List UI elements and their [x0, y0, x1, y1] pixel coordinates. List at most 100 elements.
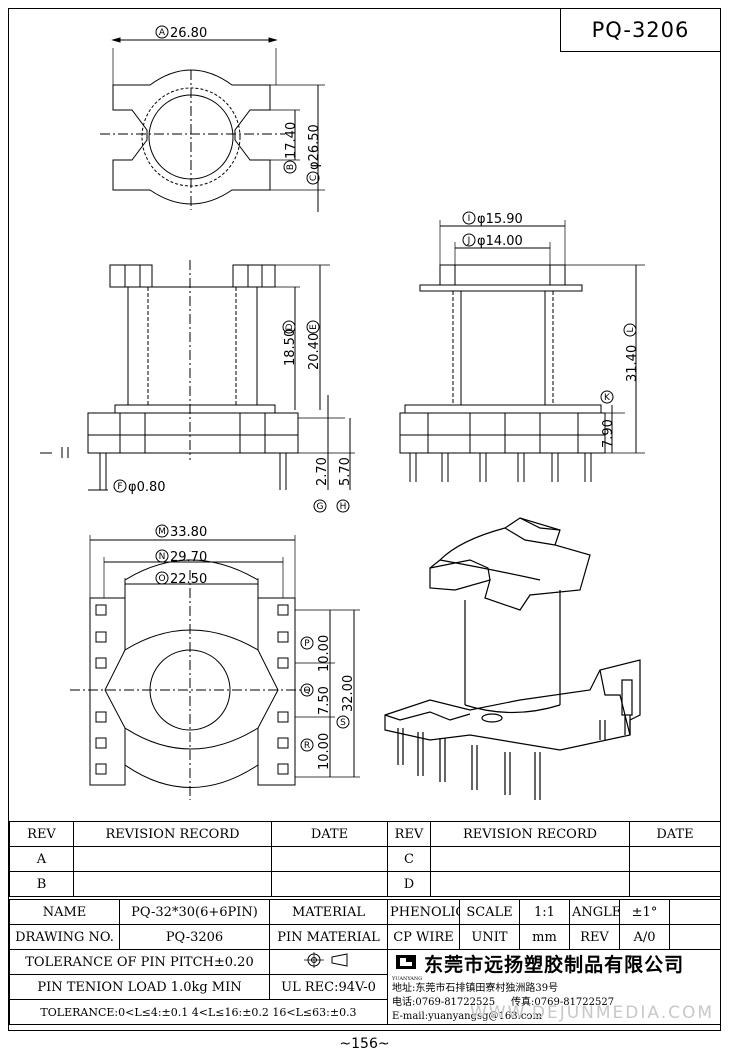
dim-R: R: [300, 738, 314, 752]
rev-cell: A: [9, 846, 74, 872]
svg-text:L: L: [626, 327, 636, 332]
watermark: WWW.DEJUNMEDIA.COM: [470, 1003, 715, 1023]
spacer-cell: [669, 924, 721, 950]
svg-text:φ0.80: φ0.80: [128, 480, 166, 495]
logo-text: YUANYANG: [392, 975, 423, 982]
pin-material-value: CP WIRE: [387, 924, 460, 950]
dim-C: C φ26.50: [306, 124, 322, 185]
dim-E-value: 20.40: [307, 333, 322, 370]
logo-icon: [396, 954, 416, 969]
svg-text:φ26.50: φ26.50: [307, 124, 322, 170]
title-row-3: TOLERANCE OF PIN PITCH±0.20 YUANYANG: [9, 949, 721, 1025]
revision-record-header: REVISION RECORD: [73, 821, 272, 847]
revision-record-header-2: REVISION RECORD: [430, 821, 630, 847]
dim-F: F φ0.80: [113, 479, 166, 495]
title-row-1: NAME PQ-32*30(6+6PIN) MATERIAL PHENOLIC …: [9, 899, 721, 925]
revision-table: REV REVISION RECORD DATE REV REVISION RE…: [9, 821, 721, 897]
third-angle-projection-icon: [303, 952, 347, 968]
pin-tension-load: PIN TENION LOAD 1.0kg MIN: [9, 974, 270, 1000]
title-row-5: TOLERANCE:0<L≤4:±0.1 4<L≤16:±0.2 16<L≤63…: [9, 999, 721, 1025]
svg-text:26.80: 26.80: [170, 26, 207, 41]
front-view: [40, 260, 355, 491]
svg-text:E: E: [309, 324, 319, 330]
unit-label: UNIT: [459, 924, 520, 950]
material-label: MATERIAL: [269, 899, 388, 925]
svg-text:φ15.90: φ15.90: [477, 212, 523, 227]
rev-cell: D: [387, 871, 431, 897]
date-header: DATE: [271, 821, 388, 847]
title-block: NAME PQ-32*30(6+6PIN) MATERIAL PHENOLIC …: [9, 899, 721, 1025]
dim-L-value: 31.40: [625, 345, 640, 382]
revision-row: A C: [9, 846, 721, 872]
title-row-2: DRAWING NO. PQ-3206 PIN MATERIAL CP WIRE…: [9, 924, 721, 950]
dim-G-value: 2.70: [315, 457, 330, 486]
company-contacts: 电话:0769-81722525 传真:0769-81722527: [392, 996, 718, 1010]
spacer-cell: [669, 899, 721, 925]
dim-K-value: 7.90: [601, 419, 616, 448]
svg-text:K: K: [604, 393, 611, 403]
dim-E: E: [306, 320, 320, 334]
company-email: E-mail:yuanyangsg@163.com: [392, 1010, 542, 1022]
top-view-upper: [100, 37, 325, 212]
company-fax: 传真:0769-81722527: [511, 996, 615, 1008]
company-phone: 电话:0769-81722525: [392, 996, 496, 1008]
rev-value: A/0: [619, 924, 670, 950]
record-cell: [73, 846, 272, 872]
rev-cell: B: [9, 871, 74, 897]
svg-text:φ14.00: φ14.00: [477, 234, 523, 249]
pin-pitch-tolerance: TOLERANCE OF PIN PITCH±0.20: [9, 949, 270, 975]
scale-label: SCALE: [459, 899, 520, 925]
svg-text:G: G: [317, 502, 324, 512]
date-cell: [629, 846, 721, 872]
company-block: YUANYANG 东莞市远扬塑胶制品有限公司 地址:东莞市石排镇田寮村独洲路39…: [387, 949, 721, 1025]
company-name: 东莞市远扬塑胶制品有限公司: [424, 954, 685, 977]
dim-O: O 22.50: [155, 571, 207, 587]
dim-G: G: [313, 499, 327, 513]
drawing-frame: [8, 8, 721, 1031]
drawing-no-value: PQ-3206: [119, 924, 270, 950]
svg-text:M: M: [158, 527, 166, 537]
svg-text:C: C: [309, 175, 319, 181]
dim-B: B 17.40: [283, 122, 299, 174]
company-address: 地址:东莞市石排镇田寮村独洲路39号: [392, 982, 559, 994]
svg-text:I: I: [468, 214, 471, 224]
svg-text:Q: Q: [303, 686, 310, 696]
pin-material-label: PIN MATERIAL: [269, 924, 388, 950]
date-cell: [629, 871, 721, 897]
svg-text:O: O: [158, 574, 165, 584]
rev-cell: C: [387, 846, 431, 872]
dim-K: K: [600, 390, 614, 404]
record-cell: [73, 871, 272, 897]
record-cell: [430, 871, 630, 897]
dim-D-value: 18.50: [283, 329, 298, 366]
rev-label: REV: [569, 924, 620, 950]
projection-symbol: [269, 949, 388, 975]
dim-H-value: 5.70: [338, 457, 353, 486]
scale-value: 1:1: [519, 899, 570, 925]
record-cell: [430, 846, 630, 872]
svg-text:R: R: [304, 741, 310, 751]
rev-header-2: REV: [387, 821, 431, 847]
date-cell: [271, 846, 388, 872]
dim-S-value: 32.00: [341, 675, 356, 712]
name-value: PQ-32*30(6+6PIN): [119, 899, 270, 925]
date-header-2: DATE: [629, 821, 721, 847]
svg-text:F: F: [117, 482, 122, 492]
svg-text:N: N: [159, 552, 166, 562]
dim-P-value: 10.00: [317, 635, 332, 672]
svg-text:J: J: [467, 236, 471, 246]
date-cell: [271, 871, 388, 897]
svg-text:S: S: [340, 718, 346, 728]
svg-text:B: B: [286, 164, 296, 170]
dim-S: S: [336, 715, 350, 729]
angle-value: ±1°: [619, 899, 670, 925]
unit-value: mm: [519, 924, 570, 950]
bottom-view: [70, 535, 360, 800]
dim-P: P: [300, 636, 314, 650]
angle-label: ANGLE: [569, 899, 620, 925]
company-logo: YUANYANG: [392, 954, 423, 982]
part-number-box: PQ-3206: [560, 8, 721, 52]
svg-text:33.80: 33.80: [170, 525, 207, 540]
dim-L: L: [623, 323, 637, 337]
svg-text:H: H: [340, 502, 347, 512]
